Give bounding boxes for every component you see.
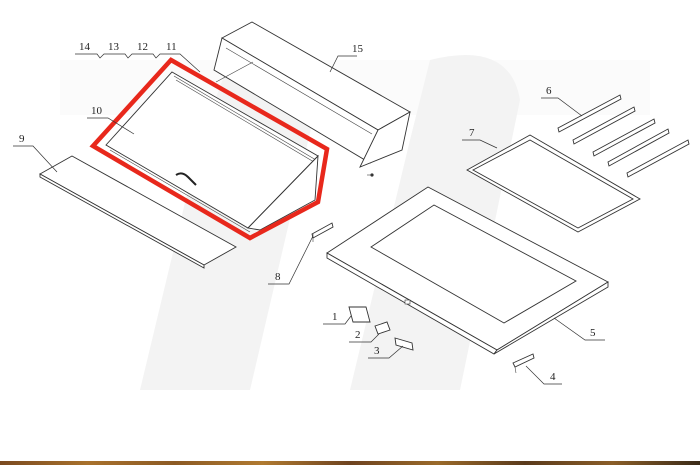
label-7: 7 xyxy=(469,127,475,139)
label-6: 6 xyxy=(546,85,552,97)
part-5-base-frame[interactable] xyxy=(326,186,609,355)
label-15: 15 xyxy=(352,43,364,55)
part-9-board[interactable] xyxy=(39,155,237,269)
label-2: 2 xyxy=(355,329,361,341)
label-11: 11 xyxy=(166,41,177,53)
part-1-insert[interactable] xyxy=(348,306,371,323)
part-3-plate[interactable] xyxy=(394,337,414,351)
part-15-hood[interactable] xyxy=(213,21,411,177)
label-1: 1 xyxy=(332,311,338,323)
label-8: 8 xyxy=(275,271,281,283)
part-6-bars[interactable] xyxy=(557,94,690,178)
label-3: 3 xyxy=(374,345,380,357)
label-5: 5 xyxy=(590,327,596,339)
part-labels: 14 13 12 11 15 10 9 8 6 7 5 4 1 2 3 xyxy=(19,41,596,383)
label-4: 4 xyxy=(550,371,556,383)
label-10: 10 xyxy=(91,105,103,117)
bottom-decorative-strip xyxy=(0,461,700,465)
part-2-block[interactable] xyxy=(374,321,391,335)
label-14: 14 xyxy=(79,41,91,53)
leader-lines xyxy=(13,53,605,385)
label-13: 13 xyxy=(108,41,120,53)
part-4-angle-bracket[interactable] xyxy=(512,353,535,374)
part-8-bracket[interactable] xyxy=(311,222,334,242)
label-12: 12 xyxy=(137,41,148,53)
part-7-tray[interactable] xyxy=(466,134,641,233)
part-10-lid[interactable] xyxy=(105,71,319,233)
label-9: 9 xyxy=(19,133,25,145)
highlight-outline-part-10 xyxy=(89,57,330,241)
